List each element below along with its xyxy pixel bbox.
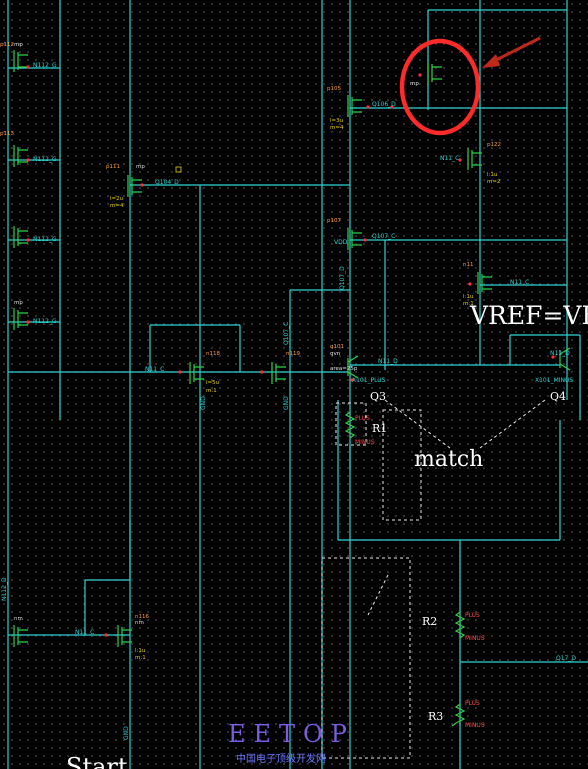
p122-label: p122 xyxy=(487,142,501,148)
bottom-partial-text: Start xyxy=(66,753,128,769)
net-n11c-2: N11_C xyxy=(510,279,529,286)
p112-label: p112 xyxy=(0,42,14,48)
transistor-n11[interactable]: n11 l:1u m:1 N11_C xyxy=(463,262,529,307)
net-n11d: N11_D xyxy=(378,358,398,365)
l5u-label: l=5u xyxy=(206,380,219,386)
nm-label-b: nm xyxy=(135,620,144,626)
net-n112d: N112_D xyxy=(1,577,8,601)
net-q107d: Q107_D xyxy=(339,266,346,290)
transistor-p111[interactable]: p111 mp l=2u m=4 Q104_D xyxy=(106,164,182,209)
net-n11c-right: N11_C xyxy=(440,155,459,162)
l2u-label: l=2u xyxy=(110,196,123,202)
resistor-r2[interactable]: PLUS MINUS xyxy=(454,611,485,642)
match-regions xyxy=(321,399,546,759)
r3-minus: MINUS xyxy=(465,722,485,729)
r2-label: R2 xyxy=(422,615,437,628)
transistor-p105[interactable]: p105 l=3u m=4 Q106_D xyxy=(327,86,396,131)
vref-annotation: VREF=VE xyxy=(469,301,588,330)
net-q107c: Q107_C xyxy=(372,233,395,240)
r2-plus: PLUS xyxy=(465,612,480,619)
transistor-pmos-4[interactable]: mp N112_G xyxy=(13,300,57,330)
transistor-pmos-3[interactable]: N112_G xyxy=(13,226,57,248)
p111-label: p111 xyxy=(106,164,120,170)
m4-label: m=4 xyxy=(110,203,124,209)
transistor-q102[interactable]: N11_D X101_MINUS xyxy=(535,347,573,384)
transistor-p107[interactable]: p107 VDD Q107_C Q107_D xyxy=(327,218,395,290)
resistor-r3[interactable]: PLUS MINUS Q17_D xyxy=(451,655,576,729)
mp-label-c: mp xyxy=(136,164,145,170)
r1-minus: MINUS xyxy=(355,439,375,446)
net-n112g-4: N112_G xyxy=(33,318,57,325)
resistor-r1[interactable]: PLUS MINUS xyxy=(344,411,375,446)
vdd-label-a: VDD xyxy=(334,239,348,246)
transistor-p112[interactable]: p112 mp N112_G xyxy=(0,42,57,72)
l1u-label-c: l:1u xyxy=(135,648,145,654)
r1-plus: PLUS xyxy=(355,415,370,422)
r3-plus: PLUS xyxy=(465,700,480,707)
qvn-label: qvn xyxy=(330,351,341,357)
r3-label: R3 xyxy=(428,710,443,723)
m1-label-b: m:1 xyxy=(463,301,474,307)
nm-label-a: nm xyxy=(14,616,23,622)
q3-label: Q3 xyxy=(370,390,386,403)
n118-label: n118 xyxy=(206,351,220,357)
r1-label: R1 xyxy=(372,422,387,435)
net-q106d: Q106_D xyxy=(372,101,396,108)
l1u-label-b: l:1u xyxy=(463,294,473,300)
net-n112d-2: N11_C xyxy=(145,366,164,373)
l1u-label-a: l:1u xyxy=(487,172,497,178)
transistor-n116[interactable]: nm xyxy=(13,616,28,647)
mp-label-b: mp xyxy=(14,300,23,306)
net-q117d: Q17_D xyxy=(556,655,576,662)
q101-label: q101 xyxy=(330,344,344,350)
p113-label: p113 xyxy=(0,131,14,137)
area-label: area=25p xyxy=(330,366,358,372)
p105-label: p105 xyxy=(327,86,341,92)
net-n11b-d: N11_D xyxy=(550,350,570,357)
p107-label: p107 xyxy=(327,218,341,224)
net-n112g-3: N112_G xyxy=(33,236,57,243)
gnd-label-b: GND xyxy=(283,396,290,410)
mp-label-a: mp xyxy=(14,42,23,48)
n116-label: n116 xyxy=(135,614,149,620)
pmos-left-stack: p112 mp N112_G p113 N112_G N112_G mp N11… xyxy=(0,42,57,601)
watermark-brand: EETOP xyxy=(228,720,355,748)
net-n11c-lower: N11_C xyxy=(75,629,94,636)
m1-label-c: m:1 xyxy=(135,655,146,661)
net-x101plus: X101_PLUS xyxy=(352,377,386,384)
m2-label: m=2 xyxy=(487,179,500,185)
transistor-n116b[interactable]: n116 nm N11_C l:1u m:1 GND xyxy=(75,614,149,740)
l3u-label: l=3u xyxy=(330,118,343,124)
q4-label: Q4 xyxy=(550,390,566,403)
n119-label: n119 xyxy=(286,351,300,357)
r2-minus: MINUS xyxy=(465,635,485,642)
net-q104d: Q104_D xyxy=(155,179,179,186)
transistor-n119[interactable]: n119 Q107_C GND xyxy=(260,322,300,410)
transistor-p122[interactable]: p122 N11_C l:1u m=2 xyxy=(440,142,501,185)
gnd-label-a: GND xyxy=(200,396,207,410)
transistor-p108-circled[interactable]: mp xyxy=(410,62,442,87)
transistor-q101[interactable]: q101 qvn area=25p X101_PLUS N11_D xyxy=(330,344,398,384)
net-x101minus: X101_MINUS xyxy=(535,377,573,384)
m1-label-a: m:1 xyxy=(206,388,217,394)
net-n112g-2: N112_G xyxy=(33,156,57,163)
m4-label-b: m=4 xyxy=(330,125,344,131)
transistor-n118[interactable]: n118 N11_C l=5u m:1 GND xyxy=(145,351,220,410)
mp-label-d: mp xyxy=(410,81,419,87)
highlight-arrow-icon xyxy=(482,36,541,68)
net-q107c-vert: Q107_C xyxy=(283,322,290,345)
match-annotation: match xyxy=(414,447,483,472)
net-n112g-1: N112_G xyxy=(33,62,57,69)
wires xyxy=(7,0,588,769)
transistor-p113[interactable]: p113 N112_G xyxy=(0,131,57,167)
gnd-label-c: GND xyxy=(123,726,130,740)
highlight-circle xyxy=(399,38,481,136)
n11-label: n11 xyxy=(463,262,473,268)
watermark-subtitle: 中国电子顶级开发网 xyxy=(236,752,326,765)
